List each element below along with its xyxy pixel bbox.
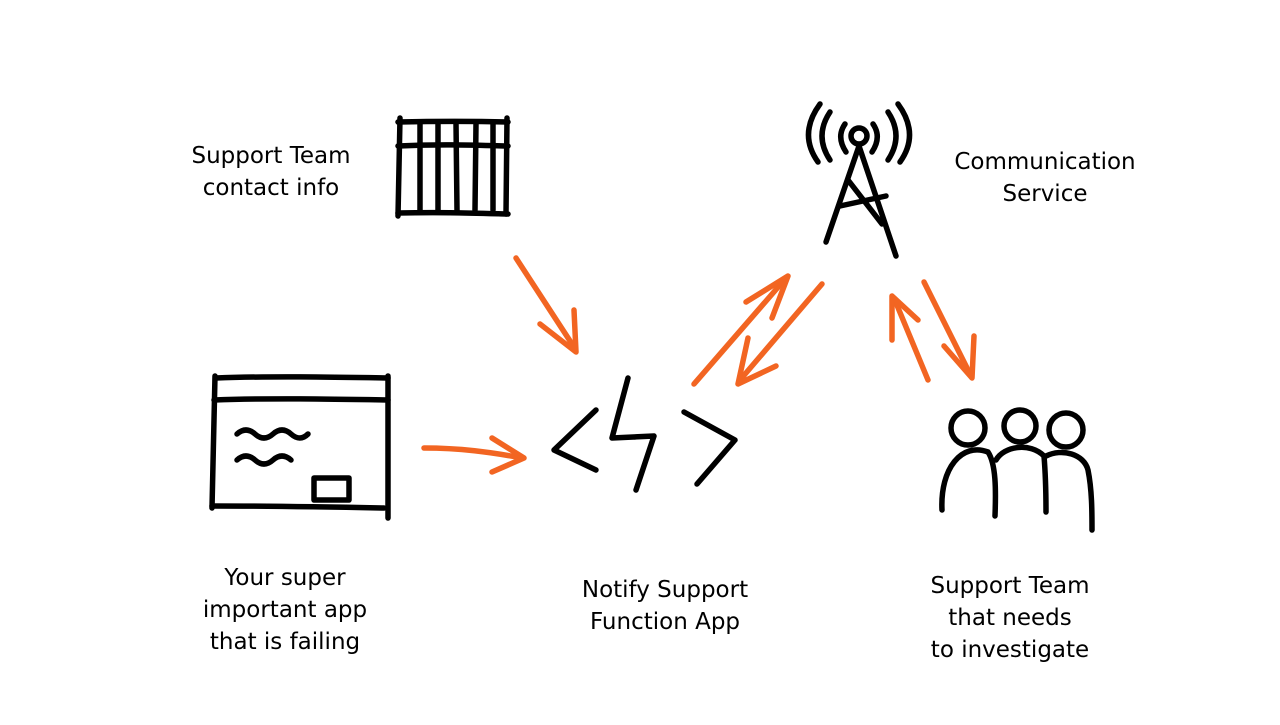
communication-service-label-line-2: Service	[1002, 181, 1088, 207]
function-app-label-line-2: Function App	[589, 609, 741, 635]
app-label: Your super important app that is failing	[160, 562, 410, 658]
people-group-icon	[939, 407, 1095, 533]
support-team-label-line-3: to investigate	[930, 637, 1090, 663]
contact-info-label-line-1: Support Team	[191, 143, 351, 169]
contact-info-label-line-2: contact info	[202, 175, 340, 201]
radio-tower-icon	[805, 101, 913, 259]
app-label-line-1: Your super	[224, 565, 346, 591]
app-label-line-2: important app	[202, 597, 368, 623]
support-team-label-line-2: that needs	[948, 605, 1072, 631]
support-team-label: Support Team that needs to investigate	[890, 570, 1130, 666]
arrow-contact-to-function	[513, 255, 579, 355]
arrow-communication-to-team	[921, 279, 977, 381]
function-app-label-line-1: Notify Support	[581, 577, 749, 603]
arrow-app-to-function	[421, 435, 527, 475]
communication-service-label: Communication Service	[930, 146, 1160, 210]
support-team-label-line-1: Support Team	[930, 573, 1090, 599]
arrow-function-to-communication	[691, 273, 791, 387]
app-window-icon	[209, 373, 391, 521]
arrow-communication-to-function	[735, 281, 825, 387]
contact-info-label: Support Team contact info	[160, 140, 382, 204]
function-code-icon	[551, 375, 738, 493]
arrow-team-to-communication	[889, 293, 931, 383]
contact-directory-icon	[395, 115, 511, 219]
communication-service-label-line-1: Communication	[954, 149, 1136, 175]
function-app-label: Notify Support Function App	[540, 574, 790, 638]
app-label-line-3: that is failing	[209, 629, 361, 655]
